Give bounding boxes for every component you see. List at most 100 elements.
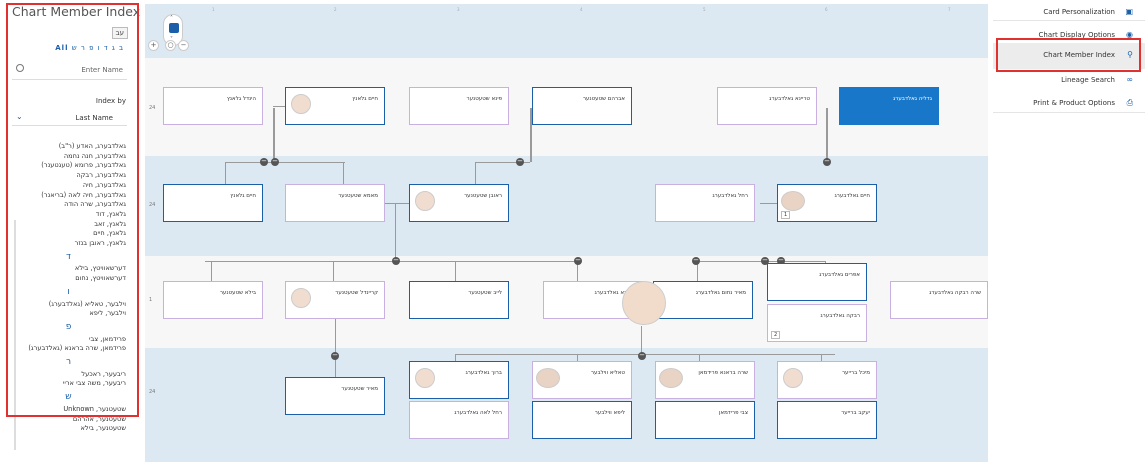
person-card[interactable]: רחל גאלדבערג — [655, 184, 755, 222]
collapse-node[interactable]: − — [777, 256, 785, 265]
letter-filter[interactable]: ב ג ד ו פ ר ש All — [52, 44, 124, 52]
list-item[interactable]: גלאנץ, דוד — [95, 209, 126, 218]
count-badge[interactable]: 1 — [781, 211, 791, 219]
collapse-node[interactable]: − — [260, 157, 268, 166]
search-input[interactable]: Enter Name — [12, 62, 127, 80]
count-badge[interactable]: 2 — [771, 331, 781, 339]
person-card[interactable]: ליפא ווילבער — [532, 401, 632, 439]
collapse-node[interactable]: − — [392, 256, 400, 265]
list-item[interactable]: שטעטנער, אהרהם — [72, 414, 126, 423]
person-card[interactable]: צבי פרידמאן — [655, 401, 755, 439]
list-item[interactable]: גאלדבערג, רבקה — [76, 171, 126, 180]
person-card[interactable]: אפרים גאלדבערג — [767, 263, 867, 301]
chevron-down-icon: ⌄ — [16, 112, 23, 121]
list-item[interactable]: ריבעער, ראכעל — [81, 369, 126, 378]
list-item[interactable]: גאלדבערג, פרומא (טעגטענר) — [41, 161, 126, 170]
person-card[interactable]: ברוך גאלדבערג — [409, 361, 509, 399]
connector-line — [821, 354, 822, 361]
card-icon: ▣ — [1125, 7, 1133, 16]
list-item[interactable]: גאלדבערג, חנה נחמה — [63, 151, 126, 160]
list-item[interactable]: גאלדבערג, חיה — [82, 180, 126, 189]
chevron-up-icon[interactable]: ˄ — [170, 15, 173, 22]
chevron-down-icon[interactable]: ˅ — [170, 36, 173, 43]
menu-item-print-product-options[interactable]: Print & Product Options⎙ — [1033, 98, 1133, 107]
person-card-selected[interactable]: גדליה גאלדבערג — [839, 87, 939, 125]
person-card[interactable]: חיים גלאנץ — [285, 87, 385, 125]
list-item[interactable]: גלאנץ, ראובן בנזר — [74, 239, 126, 248]
person-card[interactable]: טאליא ווילבער — [532, 361, 632, 399]
collapse-node[interactable]: − — [761, 256, 769, 265]
person-card[interactable]: קריינדל שטעטנער — [285, 281, 385, 319]
list-item[interactable]: שטעטנער, בילא — [80, 424, 126, 433]
menu-item-chart-member-index[interactable]: Chart Member Index⚲ — [993, 43, 1145, 69]
person-card[interactable]: מאיר שטעטנער — [285, 377, 385, 415]
person-card[interactable]: חיים גלאנץ — [163, 184, 263, 222]
list-item[interactable]: גאלדבערג, שרה הודה — [64, 200, 126, 209]
connector-line — [695, 261, 825, 262]
person-card[interactable]: שרה בראנא פרידמאן — [655, 361, 755, 399]
person-card[interactable]: פינא שטעטנער — [409, 87, 509, 125]
list-item[interactable]: גאלדבערג, האדע (ר"ב) — [58, 142, 126, 150]
person-card[interactable]: שרה רבקה גאלדבערג — [890, 281, 988, 319]
connector-line — [577, 261, 578, 283]
list-item[interactable]: דערשאוויטץ, בילא — [74, 264, 126, 273]
recenter-button[interactable]: ○ — [165, 40, 176, 51]
person-card[interactable]: יעקב ברייער — [777, 401, 877, 439]
search-icon — [16, 64, 24, 72]
connector-line — [395, 203, 396, 261]
hebrew-tab[interactable]: עב — [111, 27, 128, 39]
search-placeholder: Enter Name — [81, 66, 123, 74]
letter-all[interactable]: All — [55, 44, 69, 52]
list-item[interactable]: גאלדבערג, חיה לאה (בריאנר) — [41, 190, 126, 199]
list-item[interactable]: גלאנץ, זאב — [94, 219, 126, 228]
generation-label: 24 — [149, 202, 156, 208]
group-letter: ו — [67, 286, 70, 297]
display-icon: ◉ — [1126, 30, 1133, 39]
list-item[interactable]: פרידמאן, צבי — [89, 334, 126, 343]
search-icon: ⚲ — [1127, 50, 1133, 59]
letters-list[interactable]: ב ג ד ו פ ר ש — [71, 44, 124, 52]
person-card[interactable]: מאיר נחום גאלדבערג — [653, 281, 753, 319]
menu-item-card-personalization[interactable]: Card Personalization▣ — [1043, 7, 1133, 16]
collapse-node[interactable]: − — [574, 256, 582, 265]
menu-item-chart-display-options[interactable]: Chart Display Options◉ — [1038, 30, 1134, 39]
person-card[interactable]: בילא שטעטנער — [163, 281, 263, 319]
list-item[interactable]: וילבער, ליפא — [89, 309, 126, 318]
connector-line — [335, 303, 336, 363]
connector-line — [343, 162, 344, 184]
person-card[interactable]: ראובן שטעטנער — [409, 184, 509, 222]
zoom-in-button[interactable]: + — [148, 40, 159, 51]
menu-item-lineage-search[interactable]: Lineage Search∞ — [1061, 75, 1133, 84]
list-item[interactable]: וילבער, טאליא (גאלדבערג) — [48, 299, 126, 308]
collapse-node[interactable]: − — [692, 256, 700, 265]
person-card[interactable]: לייב שטעטנער — [409, 281, 509, 319]
person-card[interactable]: הינדל גלאנץ — [163, 87, 263, 125]
panel-title: Chart Member Index — [12, 4, 140, 19]
collapse-node[interactable]: − — [271, 157, 279, 166]
family-tree-canvas[interactable]: 1 2 3 4 5 6 7 ˄ ˅ + ○ − 24 24 1 24 − − −… — [145, 4, 988, 462]
scrollbar[interactable] — [14, 220, 16, 450]
collapse-node[interactable]: − — [516, 157, 524, 166]
names-list: גאלדבערג, האדע (ר"ב) גאלדבערג, חנה נחמה … — [11, 142, 126, 434]
list-item[interactable]: גלאנץ, חיים — [93, 229, 126, 238]
generation-label: 1 — [149, 297, 153, 303]
index-by-select[interactable]: ⌄ Last Name — [12, 110, 127, 126]
list-item[interactable]: שטעטנער, Unknown — [63, 404, 126, 413]
person-card[interactable]: רחל לאה גאלדבערג — [409, 401, 509, 439]
collapse-node[interactable]: − — [331, 351, 339, 360]
collapse-node[interactable]: − — [638, 351, 646, 360]
connector-line — [225, 162, 345, 163]
list-item[interactable]: דערשאוויטץ, נחום — [75, 274, 126, 283]
person-card[interactable]: טריינא גאלדבערג — [717, 87, 817, 125]
person-card[interactable]: מיכל ברייער — [777, 361, 877, 399]
zoom-out-button[interactable]: − — [178, 40, 189, 51]
home-icon[interactable] — [169, 23, 179, 33]
list-item[interactable]: ריבעער, משה צבי אריי — [62, 379, 126, 388]
person-card[interactable]: אברהם שטעטנער — [532, 87, 632, 125]
person-card[interactable]: מאמא שטעטנער — [285, 184, 385, 222]
group-letter: ר — [65, 357, 72, 368]
collapse-node[interactable]: − — [823, 157, 831, 166]
list-item[interactable]: פרידמאן, שרה בראנא (גאלדבערג) — [28, 344, 126, 353]
